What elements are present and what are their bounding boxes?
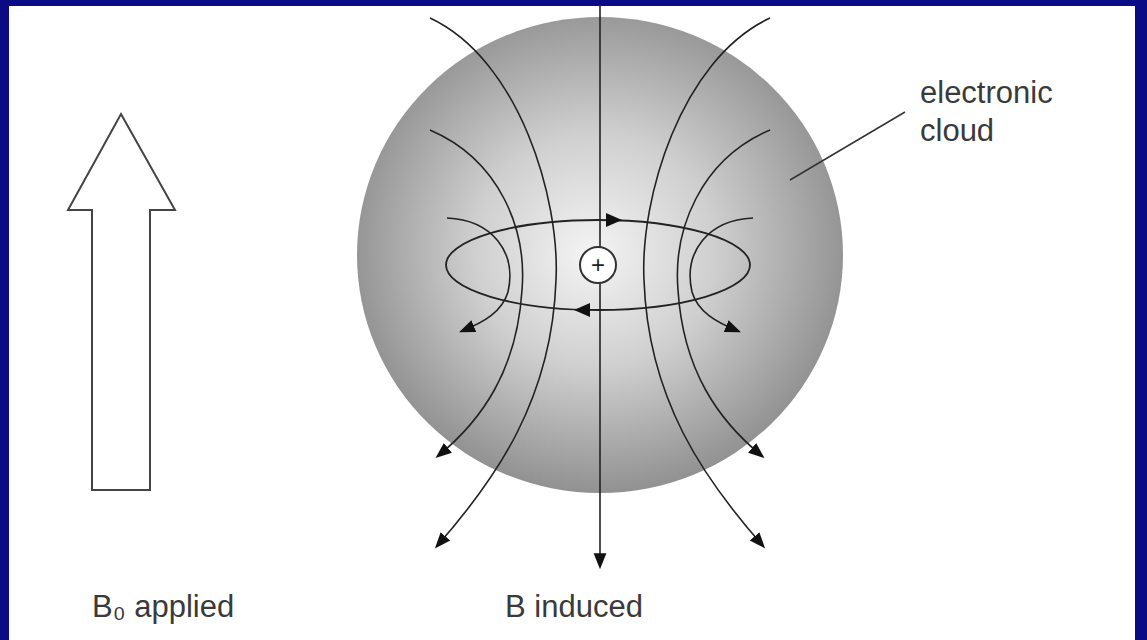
loop-arrow [606,213,622,227]
applied-field-arrow [68,114,175,490]
nucleus-circle: + [579,246,617,284]
field-lines [430,6,770,566]
node-text: + [591,253,605,277]
loop-arrow [574,303,590,317]
field-label: B₀ applied [92,588,234,626]
leader-line [790,112,905,180]
white-panel: + electronic cloud B₀ applied B induced [9,6,1135,640]
cloud-label: electronic cloud [920,74,1090,150]
field-label: B induced [505,588,643,626]
current-loop [446,220,750,310]
